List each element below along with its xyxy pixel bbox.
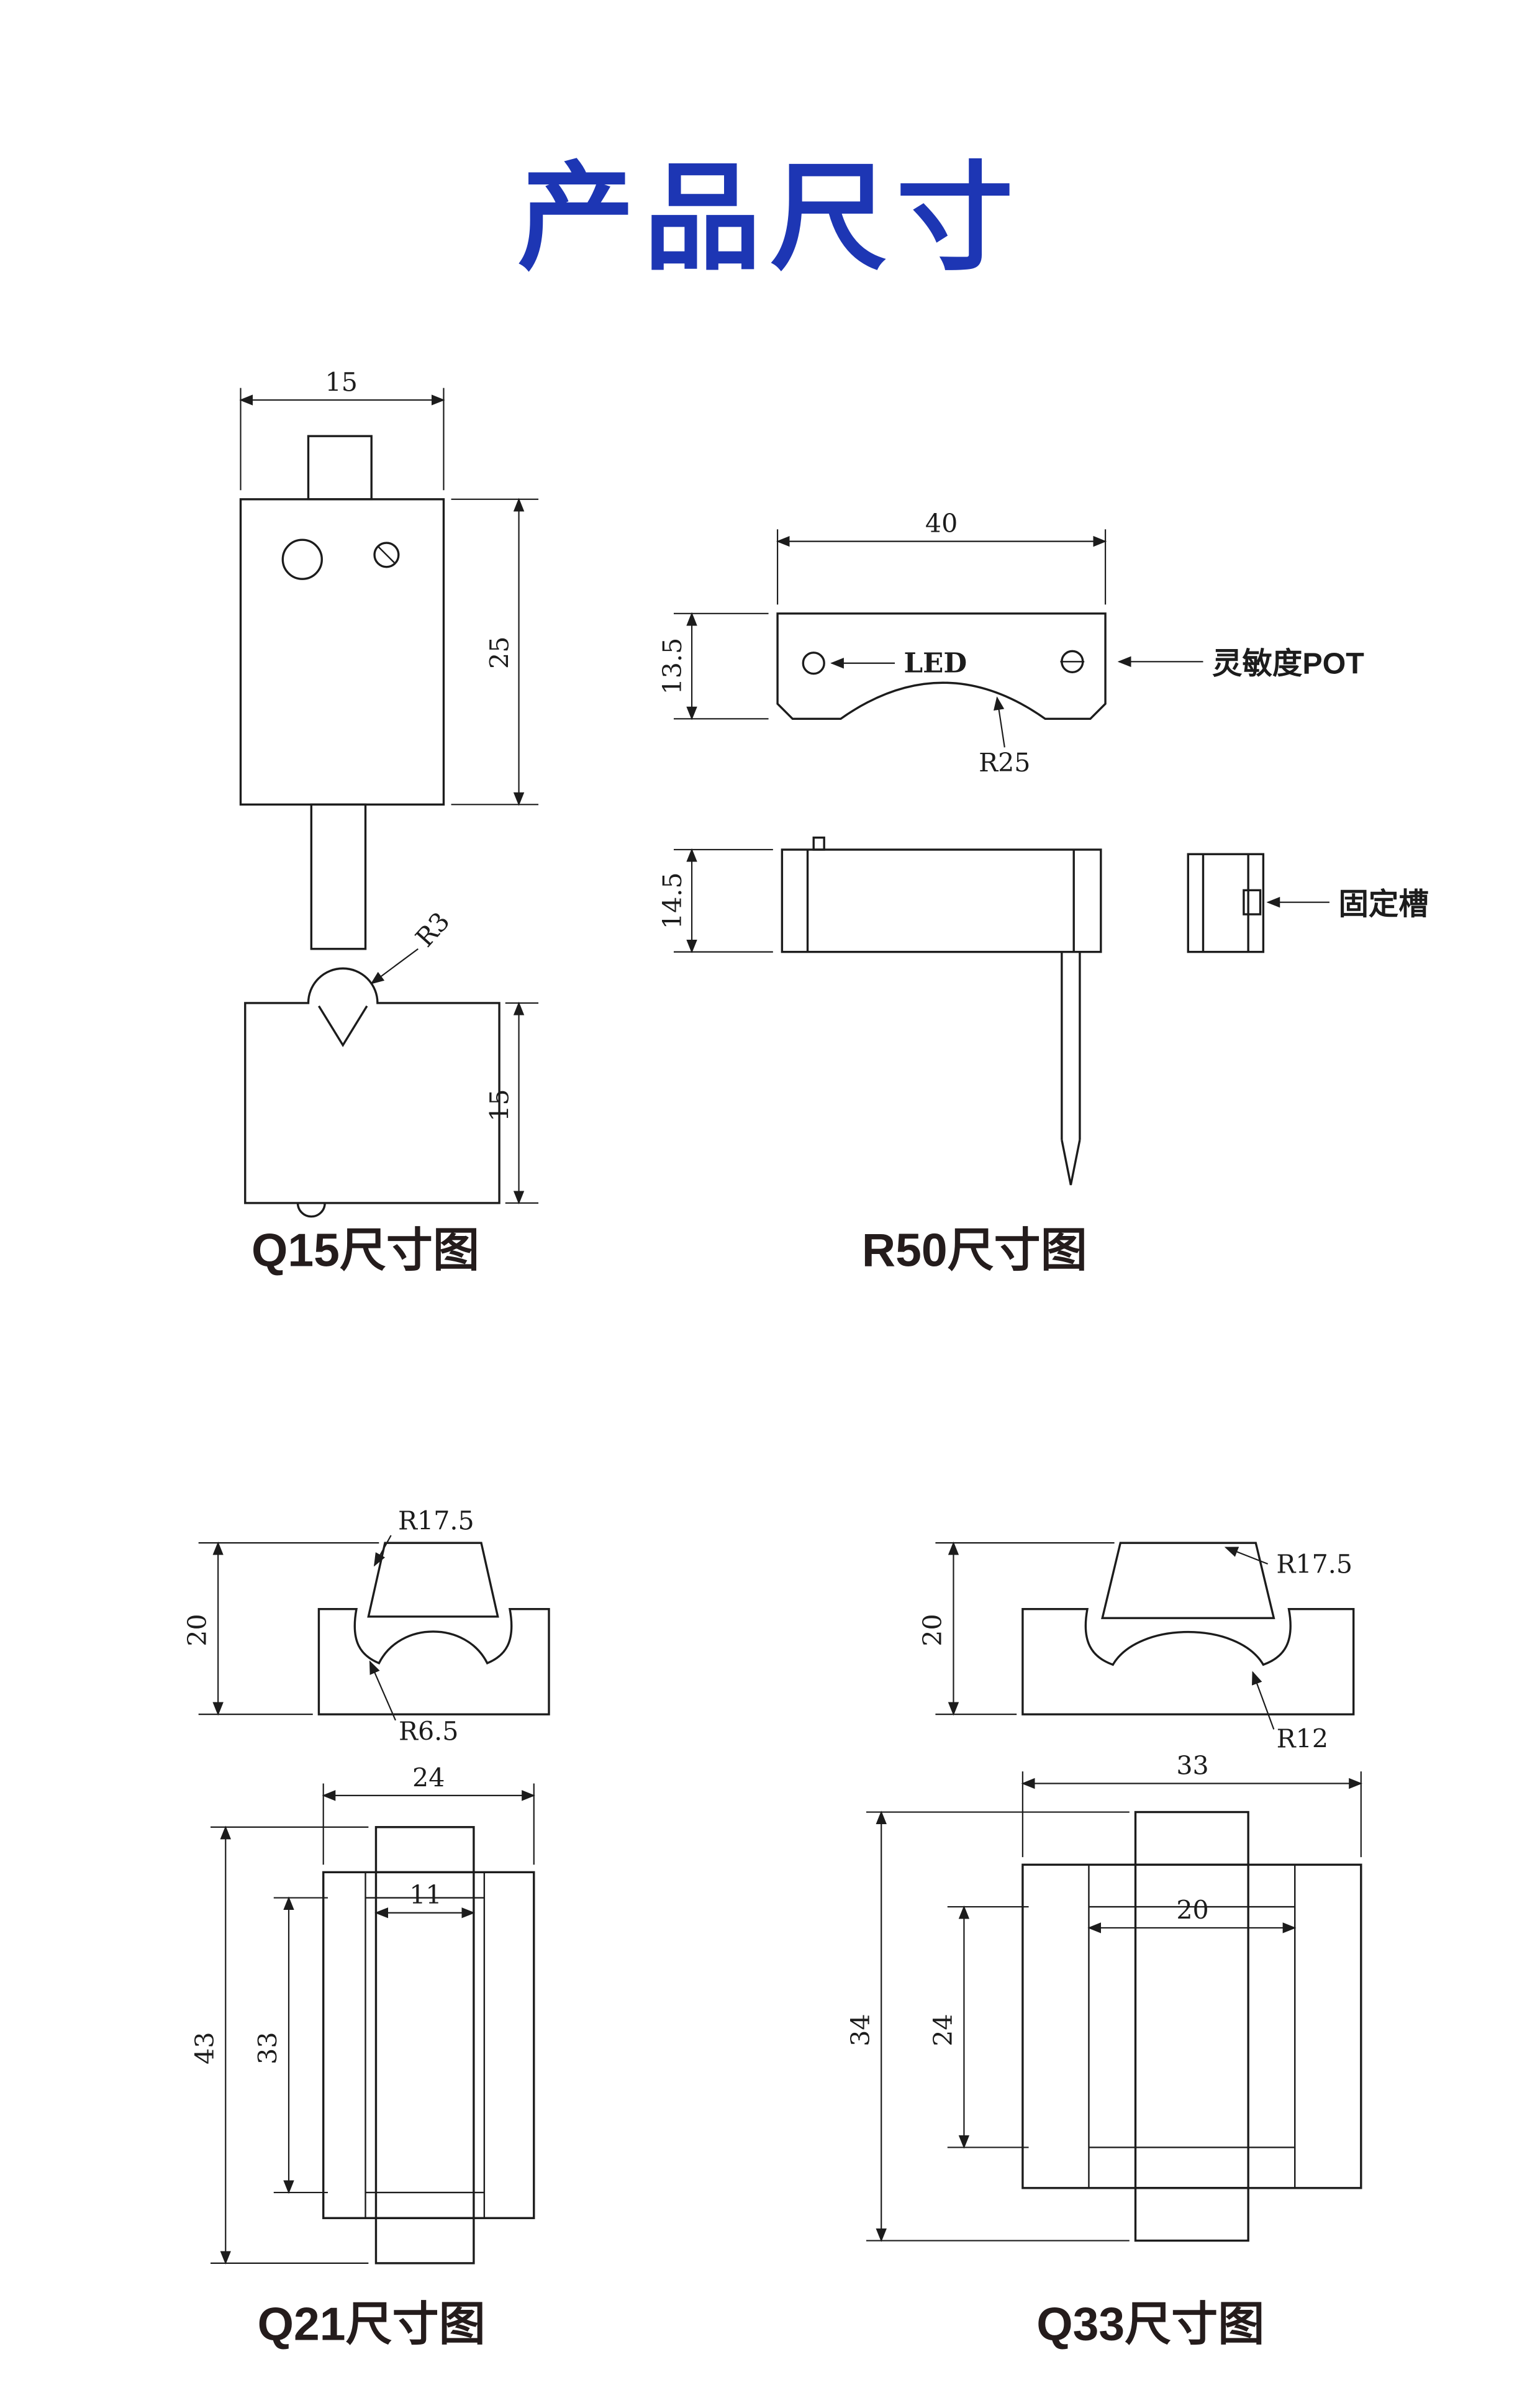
r50-caption: R50尺寸图	[862, 1224, 1087, 1276]
q21-radius-groove-label: R6.5	[399, 1716, 458, 1746]
q21-bottom-tab	[374, 2217, 475, 2265]
r50-fixing-slot	[1243, 889, 1262, 915]
q15-body	[239, 498, 445, 806]
r50-top-plate	[776, 612, 1107, 720]
r50-arc-radius-label: R25	[979, 748, 1030, 778]
r50-dim-side-height-label: 14.5	[658, 872, 687, 929]
r50-drawing: 40 LED R25 灵敏度POT 13.5 14.5	[658, 509, 1429, 1276]
q21-front-body	[322, 1871, 535, 2219]
q15-led-hole	[281, 538, 323, 580]
q15-lower-block	[244, 967, 500, 1204]
q33-drawing: R17.5 R12 20 33 20	[846, 1541, 1362, 2350]
q21-radius-groove-leader	[369, 1660, 396, 1721]
q21-drawing: R17.5 R6.5 20 24 11	[183, 1506, 550, 2350]
q33-dim-width-lines	[1021, 1771, 1362, 1858]
q15-pot-hole	[373, 542, 400, 568]
q33-dim-total-height-lines	[866, 1810, 1130, 2242]
r50-led-label: LED	[904, 647, 967, 679]
r50-led-hole	[802, 652, 825, 675]
q33-dim-inner-height-label: 24	[928, 2014, 958, 2046]
q21-radius-top-label: R17.5	[398, 1506, 474, 1535]
q15-drawing: 15 25 R3 15 Q15尺寸图	[239, 368, 539, 1276]
q33-radius-groove-leader	[1252, 1671, 1275, 1730]
q21-dim-slot-width-label: 11	[409, 1880, 442, 1910]
q21-dim-width-label: 24	[412, 1763, 445, 1792]
q15-caption: Q15尺寸图	[251, 1224, 479, 1276]
q15-tip-radius-label: R3	[410, 906, 456, 953]
q21-dim-total-height-lines	[211, 1825, 369, 2265]
q21-dim-profile-height-label: 20	[183, 1614, 212, 1646]
q15-v-notch	[317, 1005, 368, 1047]
q21-radius-top-leader	[373, 1535, 392, 1567]
q33-bottom-tab	[1134, 2187, 1249, 2242]
q15-top-tab	[307, 435, 373, 501]
q33-dim-total-height-label: 34	[846, 2014, 876, 2046]
r50-pot-label: 灵敏度POT	[1212, 647, 1364, 681]
q15-dim-width-lines	[239, 388, 445, 491]
q21-dim-width-lines	[322, 1783, 535, 1865]
r50-cable	[1061, 952, 1081, 1186]
q15-dim-lower-height-label: 15	[485, 1089, 515, 1121]
q33-wheel-profile	[1101, 1542, 1275, 1619]
q21-wheel-profile	[367, 1542, 499, 1618]
page-title: 产品尺寸	[517, 153, 1023, 284]
q33-caption: Q33尺寸图	[1036, 2297, 1264, 2350]
q33-dim-inner-height-lines	[947, 1905, 1029, 2149]
q33-dim-width-label: 33	[1176, 1751, 1208, 1781]
r50-slot-label: 固定槽	[1338, 888, 1428, 921]
r50-dim-width-label: 40	[925, 509, 958, 538]
q15-dim-height-lines	[451, 497, 539, 806]
q21-inner-lines	[365, 1872, 486, 2219]
r50-dim-side-height-lines	[674, 848, 773, 953]
q21-dim-inner-height-lines	[273, 1896, 328, 2194]
q15-pot-slot-line	[377, 545, 396, 565]
r50-dim-plate-height-lines	[674, 612, 769, 720]
q33-radius-top-label: R17.5	[1276, 1550, 1352, 1579]
q33-radius-top-leader	[1224, 1547, 1269, 1565]
q21-dim-inner-height-label: 33	[253, 2032, 283, 2064]
q15-dim-width-label: 15	[325, 368, 358, 398]
q15-tip-radius-leader	[370, 948, 419, 984]
q33-inner-lines	[1088, 1865, 1296, 2188]
q33-top-tab	[1134, 1810, 1249, 1866]
q21-dim-profile-height-lines	[198, 1541, 379, 1716]
q21-top-tab	[374, 1826, 475, 1874]
q33-dim-profile-height-label: 20	[918, 1614, 948, 1646]
q33-radius-groove-label: R12	[1277, 1724, 1328, 1753]
r50-end-view	[1187, 853, 1265, 953]
q33-dim-slot-width-label: 20	[1176, 1895, 1208, 1925]
r50-side-body	[781, 848, 1102, 953]
q21-profile-block	[317, 1607, 550, 1715]
r50-dim-width-lines	[776, 529, 1107, 605]
q21-caption: Q21尺寸图	[258, 2297, 486, 2350]
q15-bottom-dome	[296, 1202, 326, 1218]
q33-profile-block	[1021, 1607, 1355, 1715]
q15-stem	[310, 803, 367, 950]
q33-dim-profile-height-lines	[935, 1541, 1115, 1716]
q21-dim-total-height-label: 43	[190, 2032, 220, 2064]
q15-dim-height-label: 25	[485, 637, 515, 669]
r50-dim-plate-height-label: 13.5	[658, 638, 687, 695]
r50-arc-radius-leader	[994, 696, 1005, 748]
r50-side-pin	[812, 836, 825, 851]
q15-dim-lower-height-lines	[505, 1001, 539, 1205]
